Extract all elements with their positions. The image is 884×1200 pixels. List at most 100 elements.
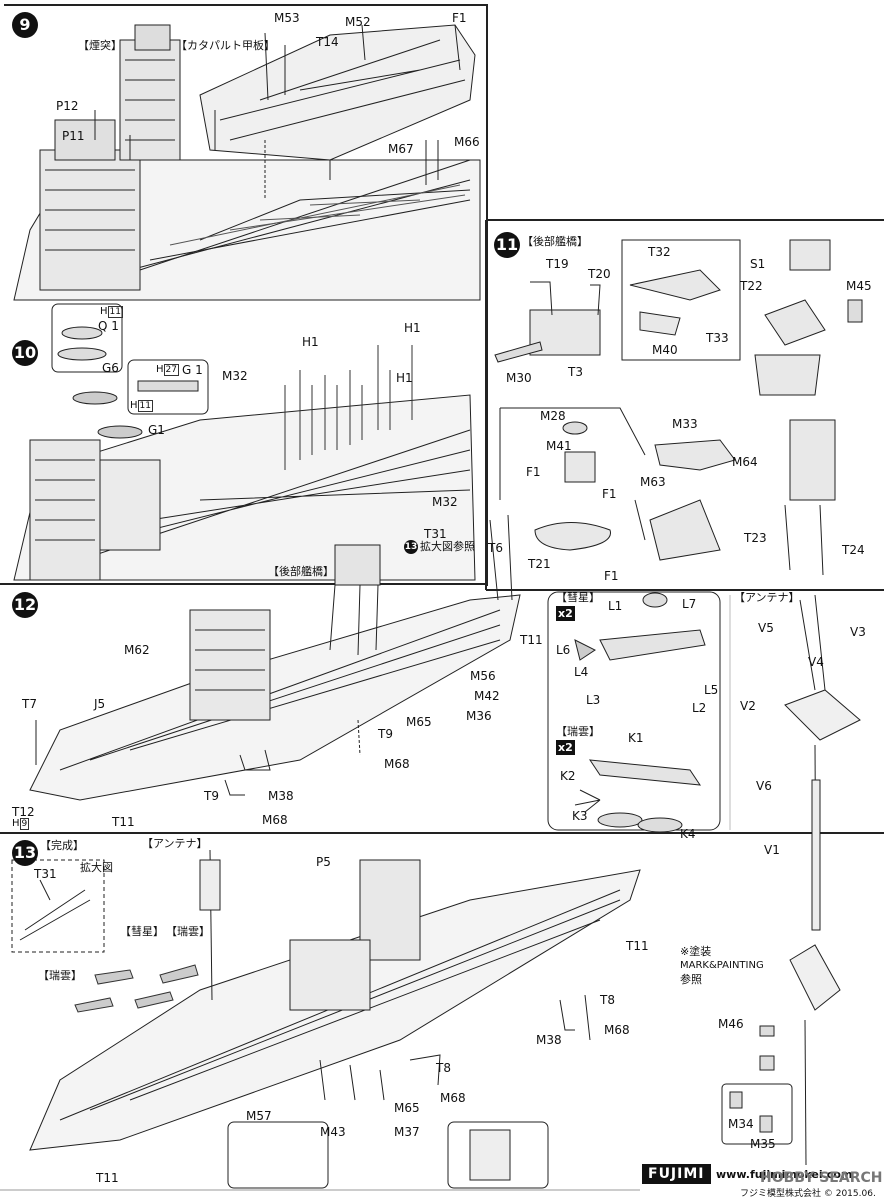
part-label: L2	[692, 701, 707, 715]
part-label: T11	[520, 633, 543, 647]
part-label: M53	[274, 11, 300, 25]
enlarged-label: 拡大図	[80, 861, 113, 874]
part-label: L1	[608, 599, 623, 613]
part-label: M62	[124, 643, 150, 657]
aft-bridge-label: 【後部艦橋】	[522, 235, 588, 248]
part-label: T9	[204, 789, 219, 803]
part-label: T14	[316, 35, 339, 49]
part-label: M42	[474, 689, 500, 703]
part-label: T22	[740, 279, 763, 293]
part-label: K1	[628, 731, 644, 745]
quantity-x2-badge: x2	[556, 740, 575, 755]
part-label: S1	[750, 257, 766, 271]
part-label: T21	[528, 557, 551, 571]
part-label: T12	[12, 805, 35, 819]
part-label: V3	[850, 625, 866, 639]
part-label: M28	[540, 409, 566, 423]
part-label: F1	[452, 11, 467, 25]
part-label: M35	[750, 1137, 776, 1151]
paint-note-line1: ※塗装	[680, 945, 712, 958]
part-label: L4	[574, 665, 589, 679]
step-13-badge: 13	[12, 840, 38, 866]
part-label: Q 1	[98, 319, 119, 333]
part-label: K4	[680, 827, 696, 841]
part-label: K2	[560, 769, 576, 783]
part-label: M68	[440, 1091, 466, 1105]
part-label: M32	[432, 495, 458, 509]
part-label: P12	[56, 99, 79, 113]
part-label: T8	[600, 993, 615, 1007]
part-label: M66	[454, 135, 480, 149]
part-label: T19	[546, 257, 569, 271]
part-label: V6	[756, 779, 772, 793]
part-label: M32	[222, 369, 248, 383]
part-label: T32	[648, 245, 671, 259]
part-label: L7	[682, 597, 697, 611]
part-label: T11	[112, 815, 135, 829]
website-url[interactable]: www.fujimimokei.com	[716, 1168, 853, 1181]
part-label: P5	[316, 855, 331, 869]
part-label: T24	[842, 543, 865, 557]
part-label: M56	[470, 669, 496, 683]
part-label: T31	[424, 527, 447, 541]
part-label: T11	[96, 1171, 119, 1185]
part-label: M65	[406, 715, 432, 729]
part-label: L3	[586, 693, 601, 707]
part-label: M63	[640, 475, 666, 489]
part-label: T31	[34, 867, 57, 881]
funnel-label: 【煙突】	[78, 39, 122, 52]
complete-label: 【完成】	[40, 839, 84, 852]
part-label: V1	[764, 843, 780, 857]
part-label: M65	[394, 1101, 420, 1115]
step-13-ref-badge: 13	[404, 540, 418, 554]
part-label: M38	[268, 789, 294, 803]
part-label: G6	[102, 361, 119, 375]
step-9-badge: 9	[12, 12, 38, 38]
part-label: T20	[588, 267, 611, 281]
part-label: M68	[604, 1023, 630, 1037]
part-label: G 1	[182, 363, 203, 377]
part-label: L6	[556, 643, 571, 657]
part-label: F1	[604, 569, 619, 583]
catapult-deck-label: 【カタパルト甲板】	[176, 39, 275, 52]
part-label: M46	[718, 1017, 744, 1031]
zuiun-label: 【瑞雲】	[166, 925, 210, 938]
enlarged-ref-label: 拡大図参照	[420, 540, 475, 553]
part-label: M30	[506, 371, 532, 385]
part-label: M57	[246, 1109, 272, 1123]
aft-bridge-label: 【後部艦橋】	[268, 565, 334, 578]
part-label: F1	[526, 465, 541, 479]
part-label: M52	[345, 15, 371, 29]
part-label: P11	[62, 129, 85, 143]
step-9-10-frame	[4, 4, 488, 586]
part-label: M33	[672, 417, 698, 431]
part-label: M67	[388, 142, 414, 156]
part-label: H1	[396, 371, 413, 385]
copyright-notice: フジミ模型株式会社 © 2015.06.	[740, 1189, 876, 1199]
part-label: H1	[302, 335, 319, 349]
part-label: T6	[488, 541, 503, 555]
antenna-label: 【アンテナ】	[142, 837, 208, 850]
part-label: T23	[744, 531, 767, 545]
suisei-label: 【彗星】	[120, 925, 164, 938]
part-label: K3	[572, 809, 588, 823]
part-label: M68	[384, 757, 410, 771]
watermark: HOBBY SEARCH	[760, 1170, 883, 1186]
paint-note-line3: 参照	[680, 973, 702, 986]
step-11-badge: 11	[494, 232, 520, 258]
part-label: V4	[808, 655, 824, 669]
part-label: T8	[436, 1061, 451, 1075]
part-label: M38	[536, 1033, 562, 1047]
part-label: L5	[704, 683, 719, 697]
zuiun-label: 【瑞雲】	[38, 969, 82, 982]
part-label: M64	[732, 455, 758, 469]
step-10-badge: 10	[12, 340, 38, 366]
part-label: T11	[626, 939, 649, 953]
paint-note-line2: MARK&PAINTING	[680, 960, 764, 971]
step-12-badge: 12	[12, 592, 38, 618]
